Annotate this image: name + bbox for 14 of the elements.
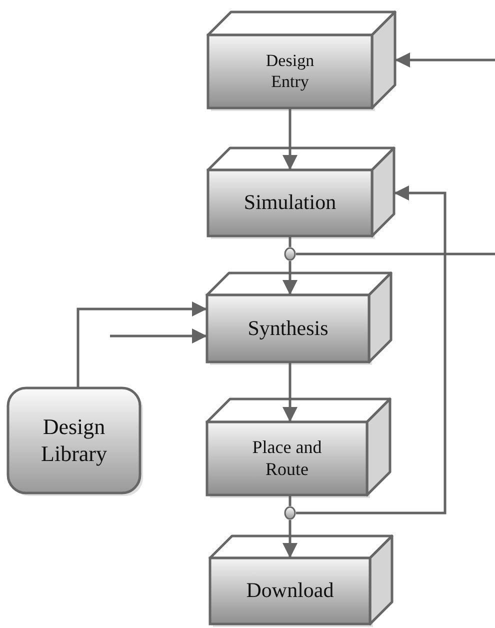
connector-arrow	[110, 328, 207, 344]
step-label: Simulation	[244, 190, 336, 216]
connector-arrow	[296, 186, 446, 514]
connector-arrow	[395, 52, 495, 68]
step-label: Design Entry	[264, 51, 316, 92]
step-label: Place and Route	[251, 436, 323, 480]
connector-arrow	[282, 520, 298, 558]
step-label: Synthesis	[248, 316, 328, 342]
connector-arrow	[76, 302, 207, 388]
connector-arrow	[282, 261, 298, 295]
connector-arrow	[282, 362, 298, 422]
step-label: Download	[246, 578, 334, 604]
step-label: Design Library	[40, 414, 108, 467]
connector-arrow	[282, 108, 298, 170]
